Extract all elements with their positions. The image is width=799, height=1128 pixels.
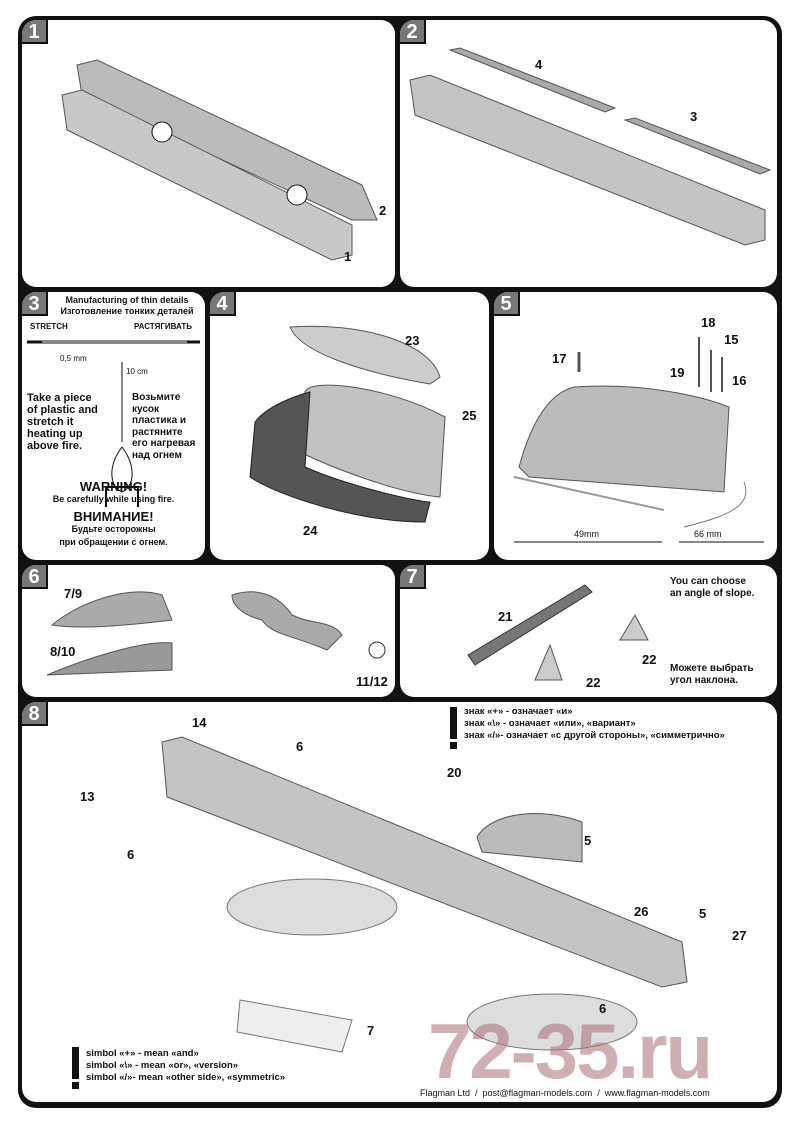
part-label: 18 — [701, 315, 716, 330]
part-label: 5 — [584, 833, 592, 848]
legend-en: simbol «+» - mean «and»simbol «\» - mean… — [86, 1048, 286, 1083]
part-label: 5 — [699, 906, 707, 921]
part-label: 22 — [586, 675, 601, 690]
part-label: 23 — [405, 333, 420, 348]
part-label: 21 — [498, 609, 513, 624]
dimension-label: 66 mm — [694, 529, 722, 539]
part-label: 4 — [535, 57, 543, 72]
tower-detail-illustration — [513, 337, 764, 543]
step-2-panel: 2 4 3 — [400, 20, 777, 287]
part-label: 7/9 — [64, 586, 83, 601]
part-label: 14 — [192, 715, 207, 730]
stretch-label-ru: РАСТЯГИВАТЬ — [134, 322, 192, 331]
part-label: 26 — [634, 904, 649, 919]
watermark: 72-35.ru — [428, 1007, 713, 1095]
step-number: 1 — [22, 20, 48, 44]
part-label: 20 — [447, 765, 462, 780]
part-label: 3 — [690, 109, 698, 124]
part-label: 15 — [724, 332, 739, 347]
fins-illustration — [46, 591, 386, 676]
part-label: 11/12 — [356, 674, 388, 689]
stretch-label-en: STRETCH — [30, 322, 68, 331]
part-label: 2 — [379, 203, 387, 218]
step-number: 3 — [22, 292, 48, 316]
thickness-label: 0,5 mm — [60, 354, 87, 363]
part-label: 13 — [80, 789, 95, 804]
part-label: 6 — [296, 739, 304, 754]
dimension-label: 49mm — [574, 529, 600, 539]
hull-deck-illustration — [409, 47, 772, 246]
step-5-panel: 5 17 18 15 19 16 49mm 66 mm — [494, 292, 777, 560]
part-label: 17 — [552, 351, 567, 366]
part-label: 27 — [732, 928, 747, 943]
tower-illustration — [249, 325, 446, 523]
step-number: 4 — [210, 292, 236, 316]
stretch-diagram — [27, 340, 200, 507]
part-label: 6 — [599, 1001, 607, 1016]
footer-contacts: Flagman Ltd / post@flagman-models.com / … — [420, 1088, 710, 1098]
step-4-panel: 4 23 25 24 — [210, 292, 489, 560]
legend-ru: знак «+» - означает «и»знак «\» - означа… — [464, 706, 725, 741]
part-label: 16 — [732, 373, 747, 388]
hull-halves-illustration — [61, 59, 378, 261]
part-label: 19 — [670, 365, 685, 380]
part-label: 22 — [642, 652, 657, 667]
step-number: 7 — [400, 565, 426, 589]
part-label: 1 — [344, 249, 352, 264]
distance-label: 10 cm — [126, 367, 148, 376]
step-8-panel: 8 14 6 13 6 20 5 26 5 27 6 7 знак «+» - … — [22, 702, 777, 1102]
step-number: 8 — [22, 702, 48, 726]
step-6-panel: 6 7/9 8/10 11/12 — [22, 565, 395, 697]
warning-block: WARNING! Be carefully while using fire. … — [52, 479, 175, 547]
part-label: 7 — [367, 1023, 375, 1038]
step-1-panel: 1 2 1 — [22, 20, 395, 287]
title-en: Manufacturing of thin details — [65, 295, 189, 305]
step-number: 2 — [400, 20, 426, 44]
title-ru: Изготовление тонких деталей — [60, 306, 194, 316]
final-assembly-illustration — [72, 707, 688, 1089]
stand-illustration — [467, 584, 649, 681]
part-label: 6 — [127, 847, 135, 862]
step-3-panel: 3 Manufacturing of thin details Изготовл… — [22, 292, 205, 560]
part-label: 24 — [303, 523, 318, 538]
part-label: 8/10 — [50, 644, 76, 659]
step-number: 6 — [22, 565, 48, 589]
step-number: 5 — [494, 292, 520, 316]
part-label: 25 — [462, 408, 477, 423]
